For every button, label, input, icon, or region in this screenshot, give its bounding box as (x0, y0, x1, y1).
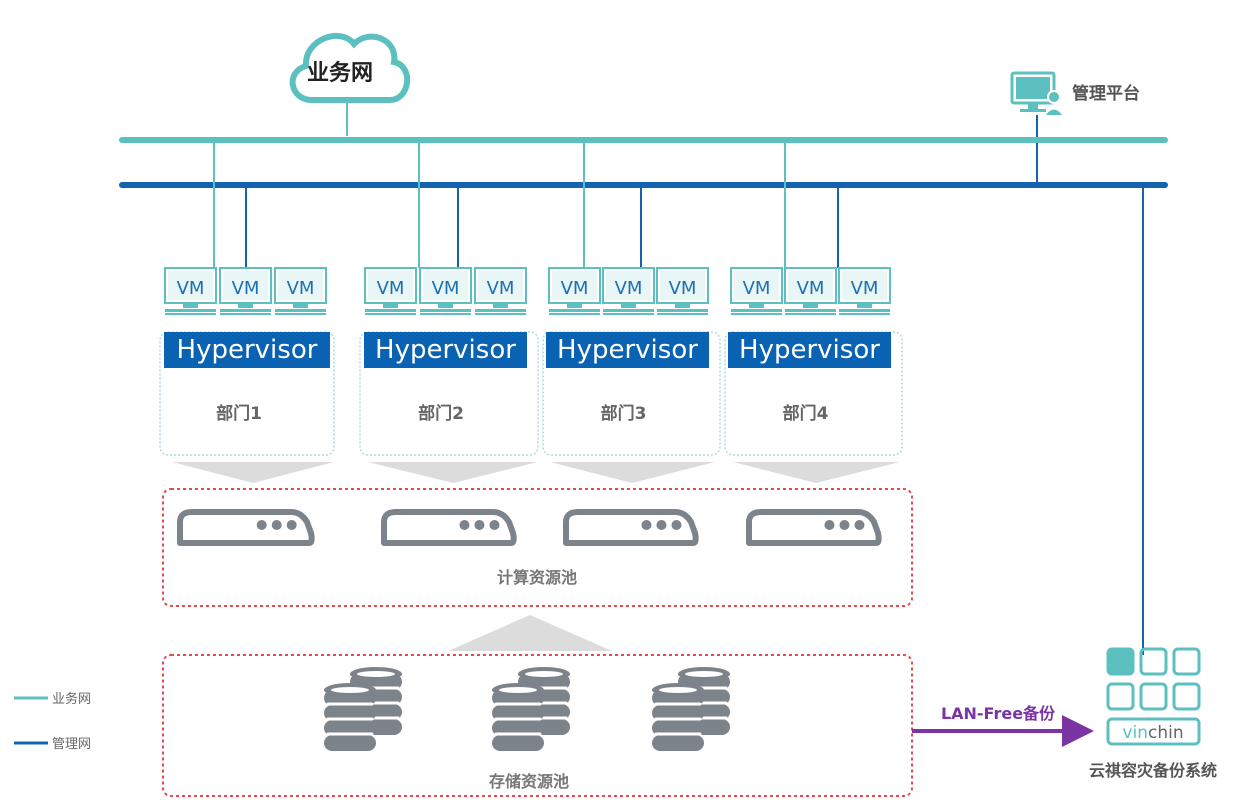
lan-free-backup: LAN-Free备份 (912, 704, 1094, 747)
storage-row (324, 667, 730, 751)
vm-label: VM (232, 278, 260, 299)
vm-icon: VM (838, 267, 891, 315)
hypervisor-bar (364, 332, 527, 368)
hypervisor-bar (164, 332, 330, 368)
monitor-user-icon (1010, 71, 1066, 117)
vinchin-logo-icon: vinchin (1106, 647, 1201, 746)
storage-pool: 存储资源池 (162, 654, 913, 797)
legend: 业务网 管理网 (14, 691, 91, 752)
compute-pool-border (162, 488, 913, 607)
vinchin-brand-text: vinchin (1122, 723, 1183, 743)
department-to-pool-connectors (172, 462, 900, 483)
department-4: VM VM VM Hypervisor 部门4 (724, 267, 903, 456)
vm-label: VM (487, 278, 515, 299)
vm-icon: VM (364, 267, 417, 315)
hypervisor-bar (546, 332, 709, 368)
vm-icon: VM (419, 267, 472, 315)
management-platform: 管理平台 (1010, 71, 1140, 117)
storage-icon (652, 667, 730, 751)
department-label: 部门3 (601, 403, 647, 424)
compute-pool: 计算资源池 (162, 488, 913, 607)
server-icon (381, 509, 517, 546)
vm-icon: VM (474, 267, 527, 315)
vm-icon: VM (548, 267, 601, 315)
vm-label: VM (797, 278, 825, 299)
department-network-drops (213, 140, 839, 268)
vm-icon: VM (730, 267, 783, 315)
storage-pool-border (162, 654, 913, 797)
department-border (159, 331, 335, 456)
cloud-label: 业务网 (307, 61, 373, 86)
department-label: 部门2 (418, 403, 464, 424)
backup-system-label: 云祺容灾备份系统 (1089, 761, 1217, 780)
hypervisor-label: Hypervisor (739, 335, 880, 365)
storage-to-compute-connector (448, 615, 612, 651)
vm-label: VM (743, 278, 771, 299)
department-2: VM VM VM Hypervisor 部门2 (359, 267, 539, 456)
department-label: 部门4 (783, 403, 829, 424)
vm-icon: VM (602, 267, 655, 315)
hypervisor-label: Hypervisor (177, 335, 318, 365)
compute-pool-label: 计算资源池 (497, 568, 577, 587)
vm-icon: VM (219, 267, 272, 315)
vm-icon: VM (784, 267, 837, 315)
vm-label: VM (669, 278, 697, 299)
vm-label: VM (561, 278, 589, 299)
cloud-icon (289, 32, 411, 103)
department-label: 部门1 (216, 403, 262, 424)
vm-label: VM (377, 278, 405, 299)
hypervisor-label: Hypervisor (557, 335, 698, 365)
vm-label: VM (615, 278, 643, 299)
server-icon (746, 509, 882, 546)
storage-icon (492, 667, 570, 751)
vm-label: VM (851, 278, 879, 299)
vm-label: VM (287, 278, 315, 299)
legend-business-label: 业务网 (52, 691, 91, 707)
storage-icon (324, 667, 402, 751)
storage-pool-label: 存储资源池 (489, 772, 569, 791)
vm-label: VM (177, 278, 205, 299)
server-icon (563, 509, 699, 546)
department-1: VM VM VM Hypervisor 部门1 (159, 267, 335, 456)
hypervisor-bar (728, 332, 891, 368)
hypervisor-label: Hypervisor (375, 335, 516, 365)
backup-arrow-label: LAN-Free备份 (941, 704, 1056, 723)
department-3: VM VM VM Hypervisor 部门3 (542, 267, 721, 456)
server-icon (177, 509, 315, 546)
vm-label: VM (432, 278, 460, 299)
vm-icon: VM (274, 267, 327, 315)
backup-system: vinchin 云祺容灾备份系统 (1089, 647, 1217, 780)
legend-management-label: 管理网 (52, 737, 91, 752)
vm-icon: VM (656, 267, 709, 315)
mgmt-platform-label: 管理平台 (1072, 83, 1140, 104)
vm-icon: VM (164, 267, 217, 315)
business-network-cloud: 业务网 (289, 32, 411, 103)
server-row (177, 509, 882, 546)
